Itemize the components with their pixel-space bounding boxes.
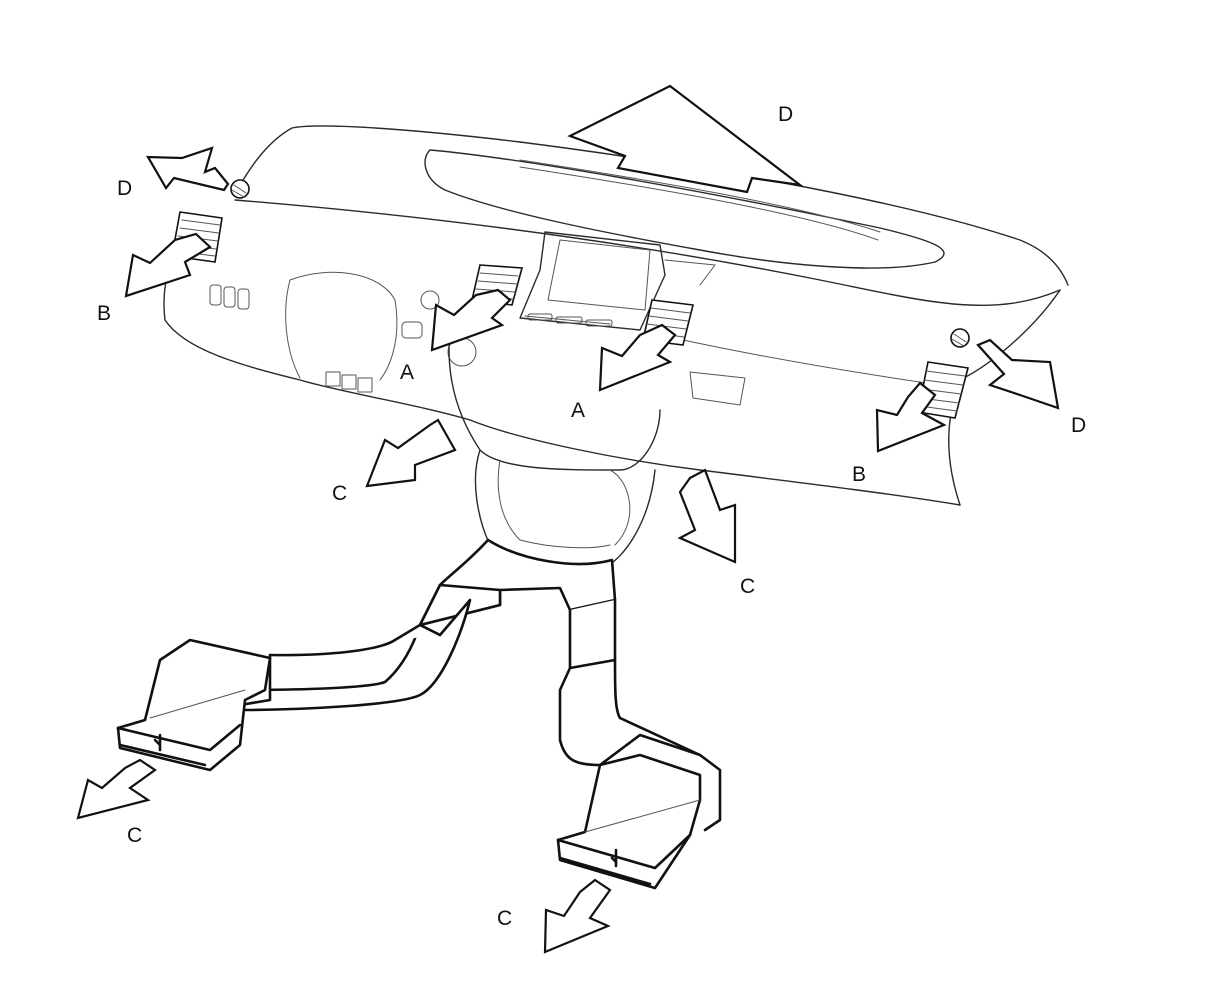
arrow-c-center-right-icon <box>677 468 737 564</box>
label-d-left: D <box>117 177 132 200</box>
arrow-a-right-icon <box>598 323 677 392</box>
label-a-right: A <box>571 399 585 422</box>
arrow-c-foot-left-icon <box>76 758 157 820</box>
label-d-top: D <box>778 103 793 126</box>
label-a-left: A <box>400 361 414 384</box>
arrow-d-left-icon <box>146 146 230 192</box>
arrow-b-right-icon <box>875 381 947 453</box>
arrow-c-center-left-icon <box>365 418 457 488</box>
label-d-right: D <box>1071 414 1086 437</box>
label-c-center-right: C <box>740 575 755 598</box>
arrow-d-windscreen-icon <box>567 84 805 194</box>
label-c-foot-left: C <box>127 824 142 847</box>
label-b-left: B <box>97 302 111 325</box>
arrow-a-left-icon <box>430 288 512 352</box>
dashboard-panel <box>163 125 1069 571</box>
floor-ducts <box>116 538 722 890</box>
label-c-center-left: C <box>332 482 347 505</box>
arrow-b-left-icon <box>124 232 212 298</box>
arrow-c-foot-right-icon <box>543 878 612 954</box>
label-c-foot-right: C <box>497 907 512 930</box>
label-b-right: B <box>852 463 866 486</box>
arrow-d-right-icon <box>976 338 1060 410</box>
